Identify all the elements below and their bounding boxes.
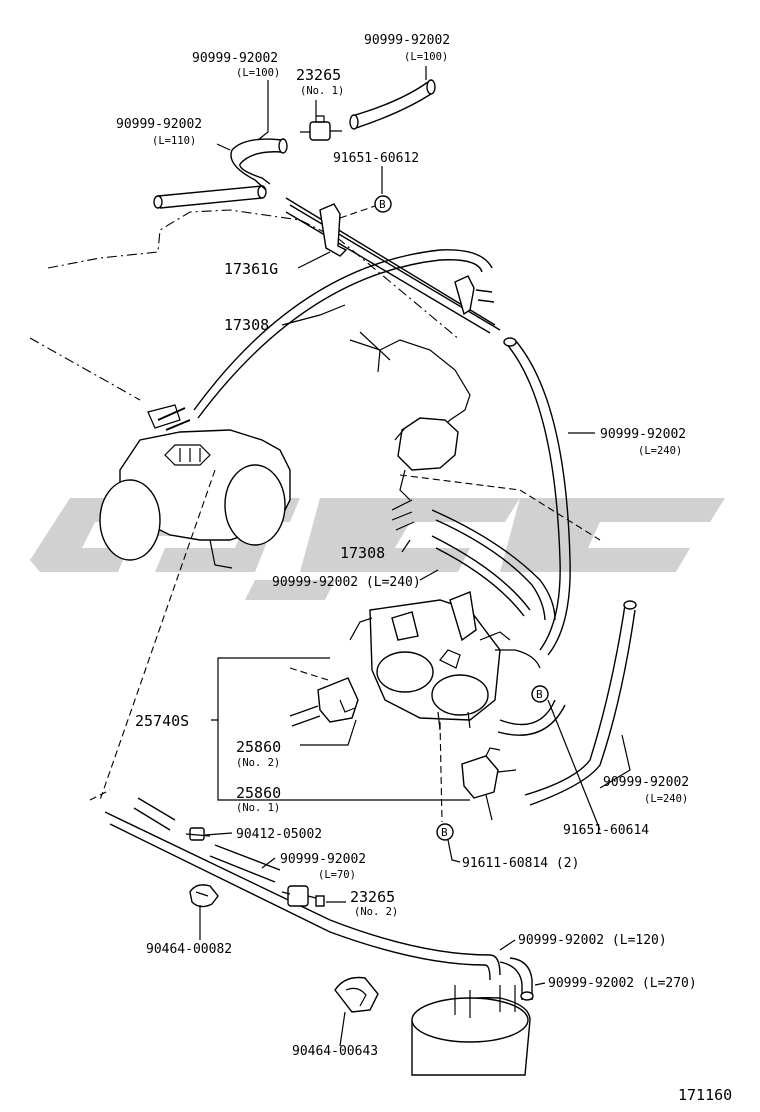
- label-vsv-25860-no1: 25860 (No. 1): [236, 784, 281, 814]
- pipe-17308-mid: [399, 474, 601, 621]
- label-clamp-90464-00082: 90464-00082: [146, 942, 232, 957]
- label-bolt-91611-60814: 91611-60814 (2): [462, 856, 579, 871]
- label-vsv-23265-no2: 23265 (No. 2): [350, 888, 398, 918]
- clamp-90464-00643: [334, 976, 379, 1013]
- label-hose-l120: 90999-92002 (L=120): [518, 933, 667, 948]
- pipe-bracket-assembly: [285, 197, 501, 334]
- svg-text:90999-92002: 90999-92002: [116, 117, 202, 132]
- svg-text:90999-92002: 90999-92002: [603, 775, 689, 790]
- svg-text:90999-92002: 90999-92002: [600, 427, 686, 442]
- label-pipe-17308-top: 17308: [224, 316, 269, 334]
- pipe-17308-upper: [157, 249, 493, 431]
- vsv-23265-no2: [281, 885, 325, 907]
- label-hose-l240b: 90999-92002 (L=240): [272, 575, 421, 590]
- hose-l100-right: [349, 79, 436, 130]
- svg-text:(No. 1): (No. 1): [300, 85, 344, 97]
- svg-text:(L=70): (L=70): [318, 869, 356, 881]
- label-clamp-90464-00643: 90464-00643: [292, 1044, 378, 1059]
- charcoal-canister: [411, 985, 531, 1076]
- vsv-25860-no1: [461, 747, 517, 821]
- callout-b-top: B: [339, 195, 392, 219]
- callout-b-bottom: B: [436, 721, 454, 841]
- svg-text:25860: 25860: [236, 784, 281, 802]
- svg-text:23265: 23265: [296, 66, 341, 84]
- svg-text:90999-92002: 90999-92002: [364, 33, 450, 48]
- svg-text:B: B: [379, 198, 386, 211]
- label-clip-91651-60614: 91651-60614: [563, 823, 649, 838]
- label-hose-l270: 90999-92002 (L=270): [548, 976, 697, 991]
- callout-b-right: B: [531, 685, 549, 703]
- svg-text:(No. 2): (No. 2): [236, 757, 280, 769]
- hose-l110: [153, 185, 267, 209]
- label-hose-l240c: 90999-92002 (L=240): [603, 775, 689, 805]
- diagram-id: 171160: [678, 1086, 732, 1104]
- vsv-25860-no2: [289, 667, 359, 727]
- svg-text:23265: 23265: [350, 888, 395, 906]
- hose-l270: [499, 957, 534, 1001]
- clamp-90464-00082: [189, 884, 219, 908]
- hose-l240-upper: [503, 337, 571, 656]
- vsv-23265-no1: [300, 115, 342, 141]
- svg-text:(L=240): (L=240): [644, 793, 688, 805]
- label-vsv-23265-no1: 23265 (No. 1): [296, 66, 344, 97]
- label-vsv-25860-no2: 25860 (No. 2): [236, 738, 281, 769]
- hose-l100-left: [230, 138, 288, 191]
- svg-text:B: B: [536, 688, 543, 701]
- label-hose-l70: 90999-92002 (L=70): [280, 852, 366, 881]
- svg-text:(L=240): (L=240): [638, 445, 682, 457]
- label-hose-l100-left: 90999-92002 (L=100): [192, 51, 280, 79]
- svg-text:(No. 1): (No. 1): [236, 802, 280, 814]
- label-hose-l240a: 90999-92002 (L=240): [600, 427, 686, 457]
- svg-text:90999-92002: 90999-92002: [280, 852, 366, 867]
- pressure-actuator: [391, 417, 459, 531]
- svg-text:90999-92002: 90999-92002: [192, 51, 278, 66]
- svg-text:B: B: [441, 826, 448, 839]
- engine-outline: [29, 209, 471, 431]
- lower-hose-run: [89, 469, 501, 981]
- label-bracket-17361g: 17361G: [224, 260, 278, 278]
- label-vsv-assembly-25740s: 25740S: [135, 712, 189, 730]
- label-hose-l100-right: 90999-92002 (L=100): [364, 33, 450, 63]
- label-pipe-17308-mid: 17308: [340, 544, 385, 562]
- hose-l240-lower: [497, 600, 637, 806]
- label-hose-l110: 90999-92002 (L=110): [116, 117, 202, 147]
- vsv-assembly-25740s: [349, 591, 541, 731]
- leader-lines: [199, 66, 631, 1047]
- svg-text:(L=110): (L=110): [152, 135, 196, 147]
- svg-text:25860: 25860: [236, 738, 281, 756]
- svg-text:(No. 2): (No. 2): [354, 906, 398, 918]
- label-clip-91651-60612: 91651-60612: [333, 151, 419, 166]
- svg-text:(L=100): (L=100): [404, 51, 448, 63]
- throttle-body: [99, 404, 291, 569]
- label-joint-90412-05002: 90412-05002: [236, 827, 322, 842]
- svg-text:(L=100): (L=100): [236, 67, 280, 79]
